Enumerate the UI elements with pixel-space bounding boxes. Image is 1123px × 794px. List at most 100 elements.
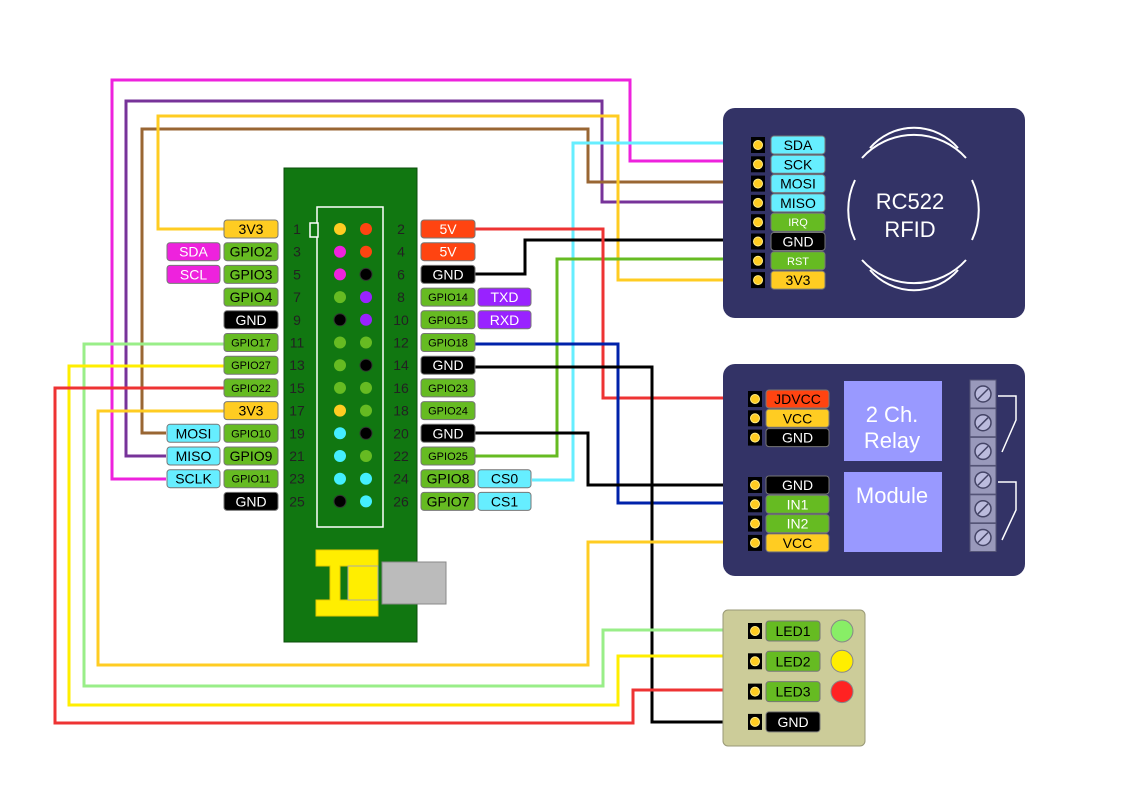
rfid-pin-mosi-text: MOSI	[780, 176, 816, 192]
relay-pin-b-in2-2-text: IN2	[787, 516, 809, 532]
label-pin-1: 3V3	[223, 219, 279, 239]
pin-number-24: 24	[393, 471, 409, 487]
relay-pin-b-gnd-0-text: GND	[782, 477, 813, 493]
rfid-connector-sck	[751, 156, 765, 173]
label-pin-19-box	[223, 423, 279, 443]
pin-number-13: 13	[289, 357, 305, 373]
header-pin-15	[334, 381, 346, 394]
label-pin-5-box	[223, 264, 279, 284]
label-pin-1-text: 3V3	[239, 221, 264, 237]
pin-number-15: 15	[289, 380, 305, 396]
relay-title-line1: 2 Ch.	[866, 402, 919, 427]
wire-miso	[124, 99, 748, 458]
func-cs1-text: CS1	[491, 493, 518, 509]
rfid-pin-sck-text: SCK	[784, 156, 813, 172]
header-pin-26	[360, 495, 372, 508]
pin-number-21: 21	[289, 448, 305, 464]
label-pin-14-box	[420, 355, 476, 375]
header-pin-25	[333, 494, 347, 508]
led-pin-gnd-text: GND	[777, 714, 808, 730]
pin-number-26: 26	[393, 493, 409, 509]
wire-led1	[82, 342, 748, 688]
relay-pin-b-gnd-0-box	[765, 475, 830, 495]
func-sda: SDA	[166, 242, 221, 262]
label-pin-15-box	[223, 378, 279, 398]
led-connector-led2	[748, 653, 762, 670]
label-pin-11-box	[223, 333, 279, 352]
rfid-pin-sck-box	[770, 154, 826, 174]
func-cs0-text: CS0	[491, 471, 518, 487]
label-pin-3-text: GPIO2	[230, 244, 273, 260]
label-pin-18-text: GPIO24	[428, 406, 468, 418]
header-pin-22	[360, 450, 372, 462]
func-txd: TXD	[477, 287, 532, 307]
relay-connector-bottom-0	[748, 477, 762, 493]
led-pin-gnd: GND	[765, 711, 821, 733]
func-txd-text: TXD	[491, 289, 519, 305]
label-pin-22-box	[420, 446, 476, 466]
relay-pin-b-vcc-3-box	[765, 533, 830, 553]
relay-connector-bottom-2	[748, 515, 762, 532]
rfid-pin-irq-text: IRQ	[788, 217, 808, 229]
led-pin-led3-text: LED3	[775, 684, 810, 700]
relay-pin-gnd-2-box	[765, 428, 830, 448]
label-pin-7-text: GPIO4	[230, 289, 273, 305]
label-pin-11: GPIO17	[223, 333, 279, 352]
led-1-icon	[830, 619, 854, 643]
relay-panel-top	[844, 381, 942, 461]
func-cs0: CS0	[477, 469, 532, 489]
header-pin-2	[360, 223, 372, 235]
label-pin-4: 5V	[420, 242, 476, 262]
header-pin-4	[360, 245, 372, 258]
pin-number-19: 19	[289, 425, 305, 441]
relay-pin-b-gnd-0: GND	[765, 475, 830, 495]
label-pin-23: GPIO11	[223, 469, 279, 489]
rfid-pin-miso-text: MISO	[780, 195, 816, 211]
label-pin-20: GND	[420, 423, 476, 443]
led-connector-led3	[748, 683, 762, 700]
label-pin-21: GPIO9	[223, 446, 279, 466]
rfid-pin-3v3: 3V3	[770, 270, 826, 290]
pin-number-5: 5	[293, 266, 301, 282]
relay-pin-gnd-2-text: GND	[782, 430, 813, 446]
header-frame	[316, 206, 384, 528]
label-pin-13-text: GPIO27	[231, 360, 271, 372]
pin-number-18: 18	[393, 403, 409, 419]
relay-connector-top-2	[748, 429, 762, 446]
pin-number-10: 10	[393, 312, 409, 328]
wire-3v3-relay	[96, 409, 748, 667]
pin-number-1: 1	[293, 221, 301, 237]
relay-module: 2 Ch. Relay Module JDVCCVCCGNDGNDIN1IN2V…	[723, 364, 1025, 576]
label-pin-19: GPIO10	[223, 423, 279, 443]
label-pin-14-text: GND	[432, 357, 463, 373]
header-pin-17	[334, 404, 346, 417]
label-pin-13: GPIO27	[223, 355, 279, 375]
label-pin-6-box	[420, 264, 476, 284]
label-pin-1-box	[223, 219, 279, 239]
rfid-pin-rst: RST	[770, 251, 826, 271]
label-pin-25-box	[223, 491, 279, 511]
rfid-pin-mosi: MOSI	[770, 174, 826, 194]
pin-number-6: 6	[397, 266, 405, 282]
wire-mosi	[140, 127, 748, 435]
label-pin-10: GPIO15	[420, 310, 476, 330]
pin-number-2: 2	[397, 221, 405, 237]
relay-connector-top-0	[748, 391, 762, 407]
label-pin-7: GPIO4	[223, 287, 279, 307]
header-pin-8	[360, 291, 372, 304]
pi-pins	[333, 223, 373, 508]
wire-led3	[53, 386, 748, 725]
led-pin-led1-text: LED1	[775, 623, 810, 639]
func-cs1: CS1	[477, 491, 532, 511]
label-pin-24-text: GPIO8	[427, 471, 470, 487]
rfid-pin-miso-box	[770, 193, 826, 213]
rfid-connector-mosi	[751, 175, 765, 192]
label-pin-22: GPIO25	[420, 446, 476, 466]
label-pin-16-box	[420, 378, 476, 398]
wire-3v3-rfid	[156, 114, 748, 282]
rfid-antenna-icon	[847, 126, 980, 292]
rfid-connector-miso	[751, 194, 765, 211]
